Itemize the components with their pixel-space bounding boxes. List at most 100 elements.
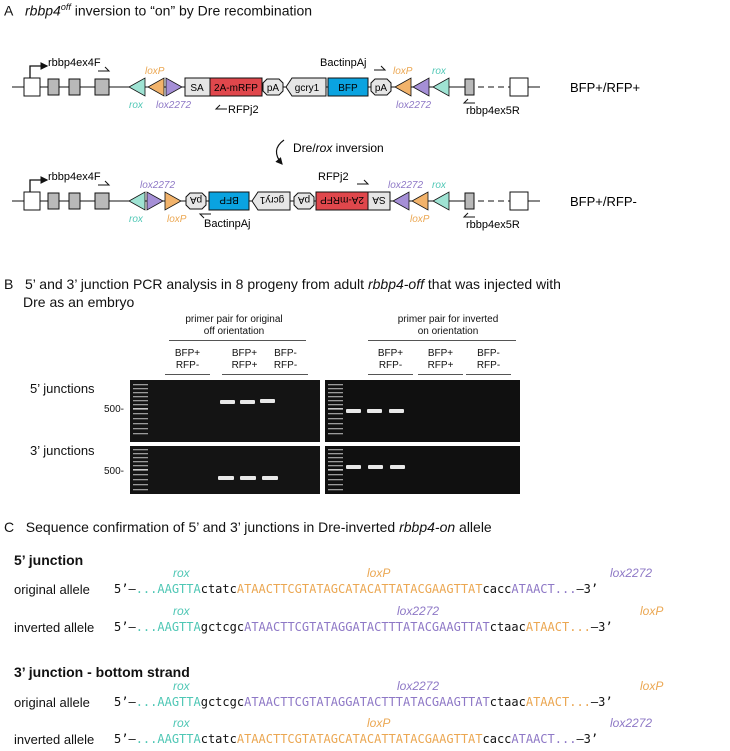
top-exon-3	[68, 78, 81, 96]
row0-sequence: 5’–...AAGTTActatcATAACTTCGTATAGCATACATTA…	[114, 582, 599, 596]
row3-label-c: lox2272	[610, 716, 653, 730]
top-exon-2	[47, 78, 60, 96]
panel-b-title-pre: 5’ and 3’ junction PCR analysis in 8 pro…	[25, 276, 368, 292]
panel-a-title: A rbbp4off inversion to “on” by Dre reco…	[4, 2, 312, 19]
row1-sequence: 5’–...AAGTTAgctcgcATAACTTCGTATAGGATACTTT…	[114, 620, 613, 634]
group1-underline	[169, 340, 306, 341]
panel-c-title: C Sequence confirmation of 5’ and 3’ jun…	[4, 519, 492, 535]
top-loxp-site-2	[394, 77, 412, 97]
top-rfp-primer-label: RFPj2	[228, 104, 259, 116]
top-gcry-label: gcry1	[295, 83, 320, 94]
top-rfp-primer-arrow	[214, 104, 227, 110]
top-bfp-box	[327, 77, 369, 97]
bottom-bactin-label: BactinpAj	[204, 218, 250, 230]
panel-b-title-it: rbbp4-off	[367, 276, 424, 292]
row0-label-c: lox2272	[610, 566, 653, 580]
top-promoter-arrow	[29, 62, 49, 78]
bottom-pa-2-label: pA	[298, 194, 311, 205]
top-primer-rev-label: rbbp4ex5R	[466, 105, 520, 117]
bottom-lox2272-site-2	[392, 191, 410, 211]
bottom-lox2272-label-2: lox2272	[388, 180, 423, 191]
top-pa-1	[262, 78, 284, 96]
bottom-rox-site-1	[128, 191, 146, 211]
construct-diagram: rbbp4ex4F rox loxP lox2272 SA 2A-mRFP RF…	[12, 57, 640, 231]
lane-header-3: BFP-RFP-	[273, 348, 298, 371]
top-exon-last	[509, 77, 529, 97]
top-primer-fwd-arrow	[98, 66, 111, 72]
top-lox2272-label-2: lox2272	[396, 100, 431, 111]
row1-label-a: rox	[173, 604, 190, 618]
panel-a-title-sup: off	[60, 2, 71, 12]
top-primer-fwd-label: rbbp4ex4F	[48, 57, 101, 69]
bottom-primer-rev-label: rbbp4ex5R	[466, 219, 520, 231]
row1-label-c: loxP	[640, 604, 664, 618]
gel-3prime-inverted	[325, 446, 520, 494]
row0-label-b: loxP	[367, 566, 391, 580]
panel-b-letter: B	[4, 276, 14, 292]
band-5p-orig-1	[220, 400, 235, 404]
row0-label-a: rox	[173, 566, 190, 580]
group2-underline	[368, 340, 516, 341]
gel-3prime-original	[130, 446, 320, 494]
bottom-exon-3	[68, 192, 81, 210]
bottom-exon-5	[464, 192, 475, 210]
bottom-bfp-label: BFP	[219, 194, 239, 205]
top-loxp-label-2: loxP	[393, 66, 413, 77]
bottom-pa-1	[185, 192, 207, 210]
row3-label-a: rox	[173, 716, 190, 730]
bottom-loxp-site-1	[164, 191, 182, 211]
top-lox2272-site-2	[412, 77, 430, 97]
row3-allele-label: inverted allele	[14, 732, 95, 747]
gel-5prime-original	[130, 380, 320, 442]
gel-bands	[133, 384, 405, 491]
top-loxp-label-1: loxP	[145, 66, 165, 77]
top-sa-label: SA	[190, 83, 204, 94]
band-5p-inv-3	[389, 409, 404, 413]
gel-row1-marker: 500-	[104, 404, 125, 415]
bottom-exon-2	[47, 192, 60, 210]
top-pa-1-label: pA	[267, 83, 280, 94]
bottom-pa-2	[293, 192, 315, 210]
top-bactin-label: BactinpAj	[320, 57, 366, 69]
bottom-lox2272-label-1: lox2272	[140, 180, 175, 191]
bottom-primer-fwd-arrow	[98, 180, 111, 186]
ladder-5prime-right	[328, 384, 343, 435]
bottom-primer-rev-arrow	[462, 212, 475, 218]
bottom-primer-fwd-label: rbbp4ex4F	[48, 171, 101, 183]
bottom-rox-site-2	[432, 191, 450, 211]
band-3p-orig-2	[240, 476, 256, 480]
top-exon-5	[464, 78, 475, 96]
lane-header-4: BFP+RFP-	[377, 348, 404, 371]
gel-row2-label: 3’ junctions	[30, 443, 95, 458]
bottom-bfp-box	[208, 191, 250, 211]
top-loxp-site-1	[147, 77, 165, 97]
group1-title-line1: primer pair for original	[185, 314, 283, 325]
top-exon-4	[94, 78, 110, 96]
row3-label-b: loxP	[367, 716, 391, 730]
band-3p-inv-2	[368, 465, 383, 469]
inversion-label: Dre/rox inversion	[293, 141, 384, 155]
group2-title-line2: on orientation	[417, 326, 479, 337]
bottom-gcry-label: gcry1	[259, 194, 284, 205]
lane-header-2: BFP+RFP+	[231, 348, 258, 371]
top-mrfp-box	[209, 77, 263, 97]
bottom-exon-last	[509, 191, 529, 211]
band-5p-orig-3	[260, 399, 275, 403]
bottom-construct: rbbp4ex4F rox lox2272 loxP pA BFP Bactin…	[12, 171, 637, 231]
bottom-phenotype-label: BFP+/RFP-	[570, 194, 637, 209]
band-5p-inv-1	[346, 409, 361, 413]
group2-title-line1: primer pair for inverted	[397, 314, 499, 325]
top-bactin-arrow	[374, 65, 387, 71]
top-exon-1	[23, 77, 41, 97]
row3-sequence: 5’–...AAGTTActatcATAACTTCGTATAGCATACATTA…	[114, 732, 599, 746]
band-3p-inv-3	[390, 465, 405, 469]
top-pa-2-label: pA	[375, 83, 388, 94]
junction3-title: 3’ junction - bottom strand	[14, 664, 190, 680]
inversion-arrow	[275, 139, 285, 165]
top-construct: rbbp4ex4F rox loxP lox2272 SA 2A-mRFP RF…	[12, 57, 640, 117]
row0-allele-label: original allele	[14, 582, 90, 597]
panel-c-title-pre: Sequence confirmation of 5’ and 3’ junct…	[25, 519, 400, 535]
top-gcry-box	[285, 77, 327, 97]
bottom-exon-1	[23, 191, 41, 211]
top-rox-label-1: rox	[129, 100, 144, 111]
